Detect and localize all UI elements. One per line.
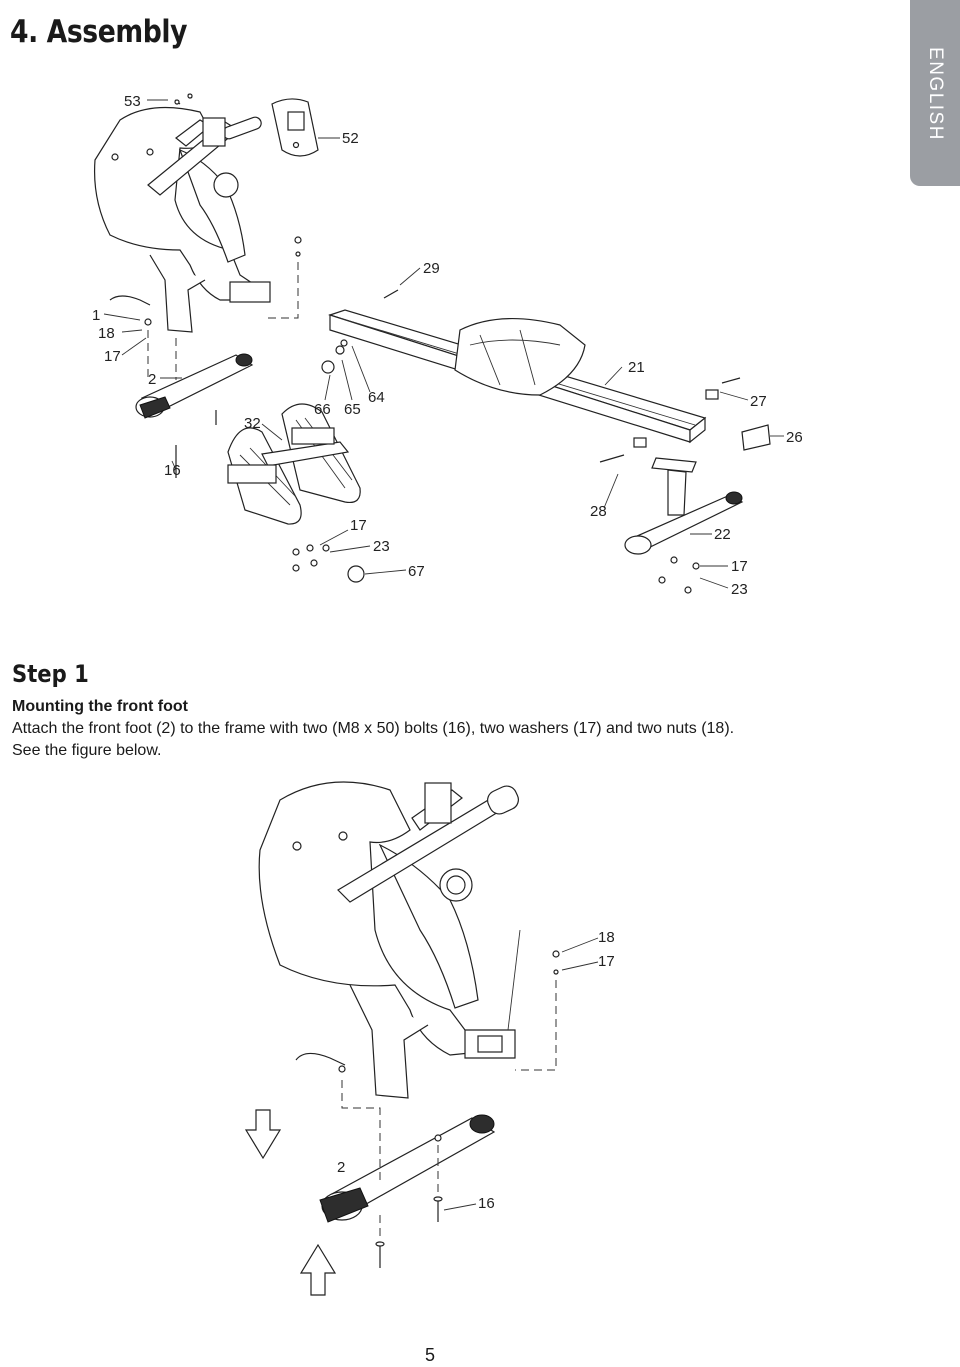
bolts [144, 236, 741, 478]
exploded-view-diagram: 53 52 29 1 18 17 2 32 66 65 64 21 27 26 … [92, 93, 803, 598]
label-32: 32 [244, 415, 261, 432]
page-number: 5 [424, 1345, 435, 1365]
label-2: 2 [148, 371, 156, 388]
step-subtitle: Mounting the front foot [12, 698, 188, 715]
hardware [292, 544, 700, 594]
label-67: 67 [408, 563, 425, 580]
label-64: 64 [368, 389, 385, 406]
label-23-lower: 23 [373, 538, 390, 555]
step-instructions: Attach the front foot (2) to the frame w… [12, 718, 912, 762]
label-23-rear: 23 [731, 581, 748, 598]
step-console-housing [258, 781, 520, 1099]
step-front-foot [319, 1114, 496, 1223]
label-52: 52 [342, 130, 359, 147]
step-label-18: 18 [598, 929, 615, 946]
arrow-up-icon [299, 1243, 337, 1296]
label-29: 29 [423, 260, 440, 277]
screws-53 [174, 93, 193, 105]
step-bolts [338, 950, 560, 1268]
label-17-rear: 17 [731, 558, 748, 575]
foot-pedals [227, 403, 361, 525]
label-28: 28 [590, 503, 607, 520]
instruction-line-2: See the figure below. [12, 742, 162, 759]
instruction-line-1: Attach the front foot (2) to the frame w… [12, 720, 735, 737]
arrow-down-icon [244, 1109, 282, 1160]
step-label-2: 2 [337, 1159, 345, 1176]
end-caps [633, 389, 771, 451]
label-17-lower: 17 [350, 517, 367, 534]
label-17: 17 [104, 348, 121, 365]
step-title: Step 1 [12, 660, 89, 688]
page-title: 4. Assembly [10, 14, 188, 50]
console-housing [93, 106, 271, 333]
label-26: 26 [786, 429, 803, 446]
label-66: 66 [314, 401, 331, 418]
label-27: 27 [750, 393, 767, 410]
rear-foot [624, 457, 744, 555]
front-foot [135, 353, 254, 419]
language-tab: ENGLISH [910, 0, 960, 186]
label-53: 53 [124, 93, 141, 110]
display-console [271, 98, 319, 157]
label-18: 18 [98, 325, 115, 342]
label-16: 16 [164, 462, 181, 479]
label-65: 65 [344, 401, 361, 418]
seat [454, 317, 586, 396]
step-label-16: 16 [478, 1195, 495, 1212]
label-1: 1 [92, 307, 100, 324]
label-22: 22 [714, 526, 731, 543]
label-21: 21 [628, 359, 645, 376]
step-label-17: 17 [598, 953, 615, 970]
